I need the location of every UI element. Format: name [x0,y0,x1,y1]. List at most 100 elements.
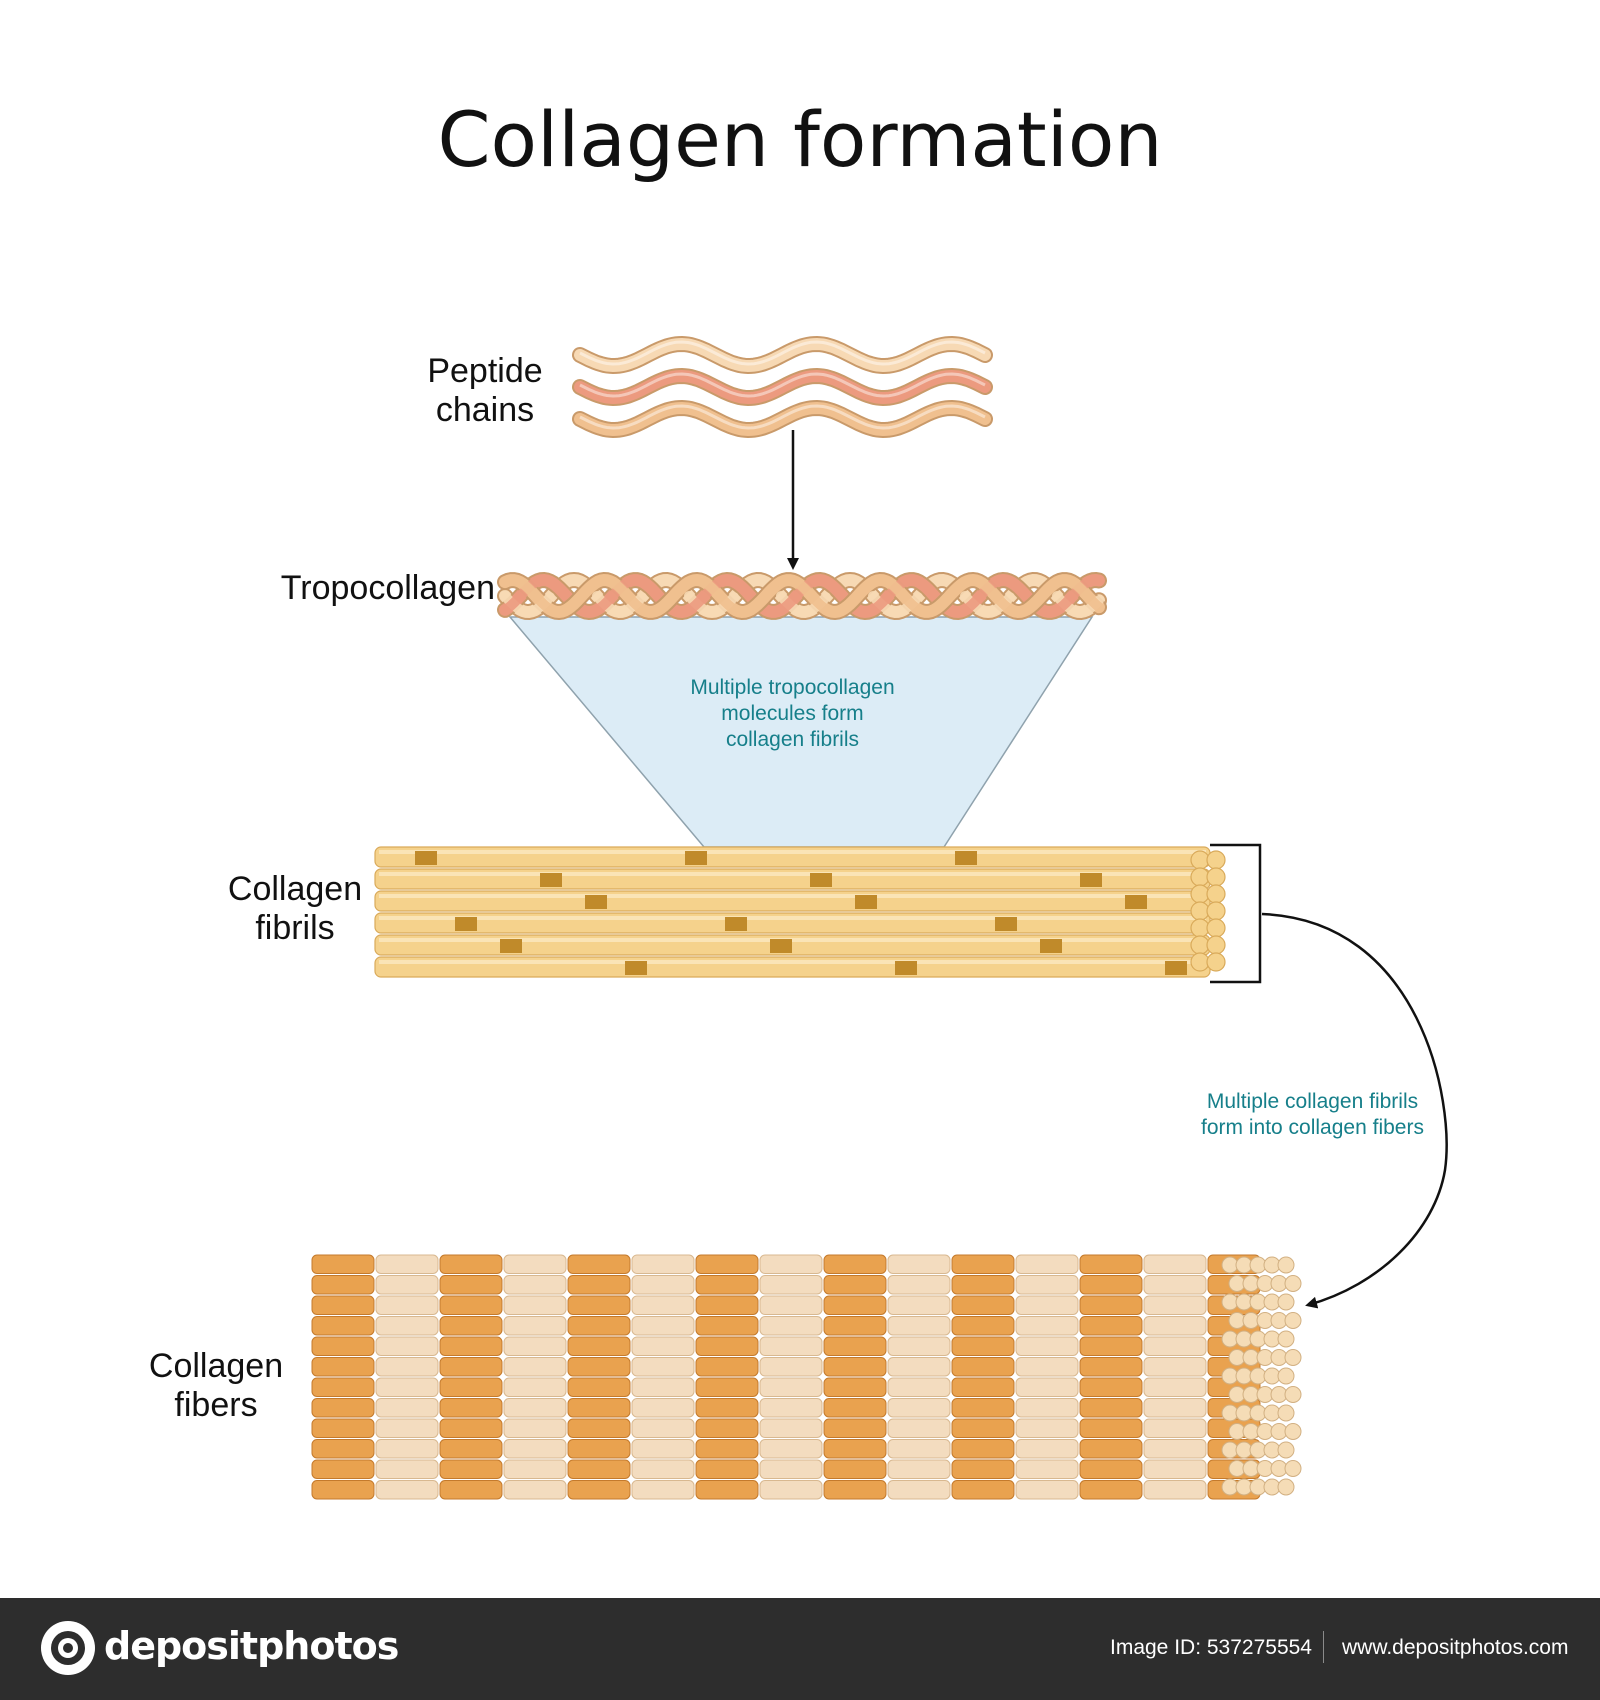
fiber-segment [312,1337,374,1356]
fiber-segment [952,1296,1014,1315]
fiber-segment [440,1337,502,1356]
fibril-gap [415,851,437,865]
fiber-segment [888,1296,950,1315]
fiber-segment [952,1399,1014,1418]
fiber-segment [1144,1358,1206,1377]
fiber-segment [312,1419,374,1438]
fiber-segment [824,1399,886,1418]
fibril-gap [540,873,562,887]
fiber-segment [1144,1440,1206,1459]
peptide-chains [580,342,985,430]
fiber-segment [440,1399,502,1418]
fiber-segment [632,1399,694,1418]
fiber-segment [952,1337,1014,1356]
image-id: Image ID: 537275554 [1110,1636,1312,1660]
fiber-segment [1016,1337,1078,1356]
fiber-segment [1016,1399,1078,1418]
fibril-end-circle [1207,885,1225,903]
label-fibers-line2: fibers [141,1386,291,1425]
fiber-segment [376,1399,438,1418]
fiber-segment [312,1255,374,1274]
fiber-end-circle [1278,1294,1294,1310]
fiber-segment [440,1255,502,1274]
fiber-segment [696,1337,758,1356]
label-peptide-line1: Peptide [410,352,560,391]
fiber-segment [504,1378,566,1397]
label-fibrils-line2: fibrils [220,909,370,948]
fiber-segment [1144,1378,1206,1397]
fiber-end-circle [1285,1313,1301,1329]
fiber-segment [1080,1419,1142,1438]
fiber-segment [440,1481,502,1500]
fiber-segment [376,1419,438,1438]
fibril-gap [770,939,792,953]
fiber-segment [760,1460,822,1479]
fiber-segment [1080,1440,1142,1459]
fibril-end-circle [1207,851,1225,869]
fibril-gap [810,873,832,887]
fibril-gap [955,851,977,865]
fiber-segment [760,1337,822,1356]
fiber-end-circle [1278,1442,1294,1458]
fiber-segment [376,1481,438,1500]
fibril-end-circle [1207,902,1225,920]
fiber-segment [504,1481,566,1500]
fiber-segment [696,1317,758,1336]
note-fibril-line2: form into collagen fibers [1180,1115,1445,1141]
fiber-segment [440,1440,502,1459]
fiber-segment [504,1460,566,1479]
fibril-gap [500,939,522,953]
fiber-segment [504,1419,566,1438]
fibril-strand-highlight [379,960,1206,964]
fiber-segment [1144,1296,1206,1315]
fibril-gap [625,961,647,975]
fiber-segment [312,1460,374,1479]
fiber-segment [1016,1317,1078,1336]
fiber-segment [568,1317,630,1336]
fiber-segment [632,1317,694,1336]
fiber-segment [1016,1378,1078,1397]
fiber-segment [888,1481,950,1500]
fiber-segment [632,1337,694,1356]
fibril-strand-highlight [379,916,1206,920]
fiber-segment [1080,1378,1142,1397]
fiber-end-circle [1285,1461,1301,1477]
fiber-segment [440,1460,502,1479]
fiber-segment [1144,1399,1206,1418]
fiber-segment [952,1276,1014,1295]
fiber-segment [824,1255,886,1274]
fibril-gap [895,961,917,975]
fiber-segment [632,1419,694,1438]
fibril-end-circle [1191,868,1209,886]
fiber-segment [696,1440,758,1459]
fiber-segment [952,1419,1014,1438]
fiber-segment [760,1378,822,1397]
fiber-segment [824,1276,886,1295]
footer-bar: depositphotos Image ID: 537275554 www.de… [0,1598,1600,1700]
fibril-gap [995,917,1017,931]
fiber-segment [504,1276,566,1295]
label-peptide-chains: Peptide chains [410,352,560,430]
fibril-end-circle [1191,953,1209,971]
fiber-segment [888,1378,950,1397]
fiber-segment [952,1317,1014,1336]
fibril-end-circle [1191,919,1209,937]
fiber-segment [568,1460,630,1479]
fiber-segment [376,1317,438,1336]
fibril-gap [1080,873,1102,887]
fiber-segment [312,1399,374,1418]
fiber-segment [696,1419,758,1438]
site-url: www.depositphotos.com [1342,1636,1568,1660]
fiber-segment [632,1440,694,1459]
fiber-segment [696,1296,758,1315]
fiber-segment [1080,1296,1142,1315]
fibril-end-circle [1191,936,1209,954]
fiber-segment [824,1481,886,1500]
fiber-segment [824,1460,886,1479]
fiber-end-circle [1278,1368,1294,1384]
fiber-segment [952,1440,1014,1459]
fiber-segment [1144,1419,1206,1438]
fiber-segment [568,1255,630,1274]
fiber-segment [568,1419,630,1438]
note-fibril-line1: Multiple collagen fibrils [1180,1089,1445,1115]
